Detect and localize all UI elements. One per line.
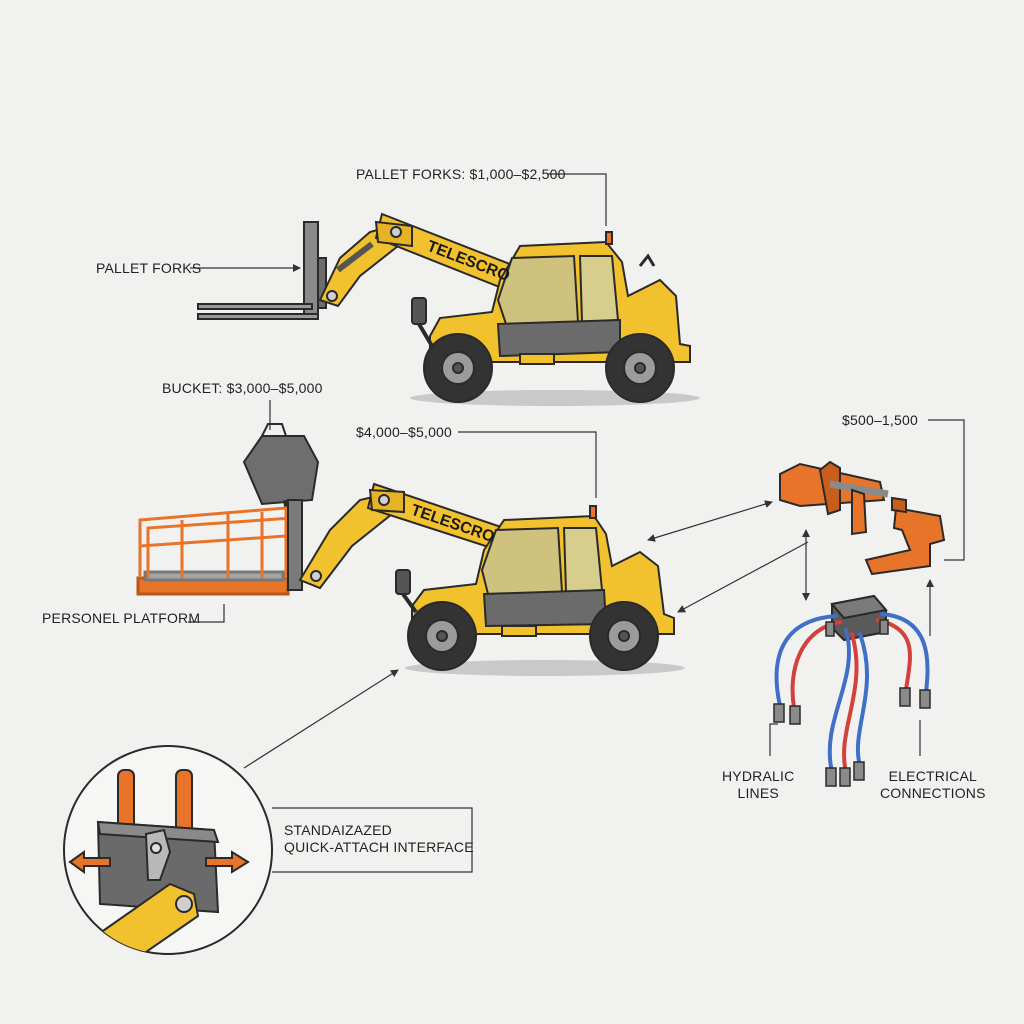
electrical-connections-label: ELECTRICAL CONNECTIONS <box>880 768 986 802</box>
telehandler-top <box>197 212 700 406</box>
pallet-forks <box>197 221 327 320</box>
personnel-platform <box>136 499 303 596</box>
wheel <box>605 333 675 403</box>
wheel <box>407 601 477 671</box>
hydraulic-lines-line2: LINES <box>737 785 779 801</box>
callout-lines <box>188 173 965 873</box>
quick-attach-bracket <box>779 460 946 576</box>
platform-price-label: $4,000–$5,000 <box>356 424 453 440</box>
quick-attach-interface-label: STANDAIZAZED QUICK-ATTACH INTERFACE <box>284 822 474 856</box>
hydraulic-hoses <box>774 612 930 774</box>
machine-body <box>411 231 691 365</box>
pallet-forks-price-label: PALLET FORKS: $1,000–$2,500 <box>356 166 566 182</box>
quick-attach-interface-line2: QUICK-ATTACH INTERFACE <box>284 839 474 855</box>
bucket-price-label: BUCKET: $3,000–$5,000 <box>162 380 323 396</box>
wheel <box>589 601 659 671</box>
electrical-connections-line1: ELECTRICAL <box>888 768 977 784</box>
hose-fittings <box>773 619 931 787</box>
quick-attach-interface-line1: STANDAIZAZED <box>284 822 392 838</box>
pallet-forks-label: PALLET FORKS <box>96 260 202 276</box>
telehandler-bottom <box>136 423 685 676</box>
hydraulic-lines-line1: HYDRALIC <box>722 768 795 784</box>
wheel <box>423 333 493 403</box>
quick-attach-price-label: $500–1,500 <box>842 412 918 428</box>
quick-attach-detail-circle <box>63 745 273 955</box>
hydraulic-lines-label: HYDRALIC LINES <box>722 768 794 802</box>
personnel-platform-label: PERSONEL PLATFORM <box>42 610 201 626</box>
electrical-connections-line2: CONNECTIONS <box>880 785 986 801</box>
boom-arm <box>318 212 522 308</box>
